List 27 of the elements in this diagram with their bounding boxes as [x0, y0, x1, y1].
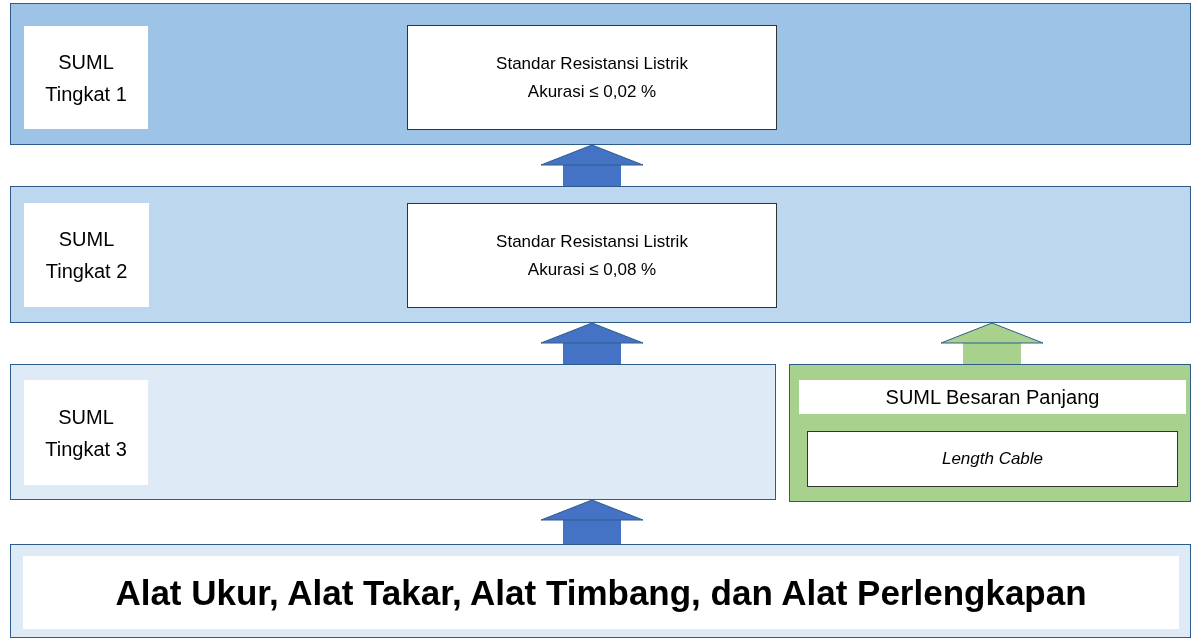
level-box: [24, 203, 149, 307]
level-label: SUML Tingkat 1: [44, 49, 128, 107]
level-band: [10, 186, 1191, 323]
length-band: [789, 364, 1191, 502]
base-label: Alat Ukur, Alat Takar, Alat Timbang, dan Alat Perlengkapan: [115, 571, 1087, 614]
item-label: Length Cable: [941, 448, 1044, 471]
base-box: [23, 556, 1179, 629]
level-band: [10, 3, 1191, 145]
title-box: [799, 380, 1186, 414]
block-arrow: [540, 144, 644, 186]
level-box: [24, 26, 148, 129]
standard-text: Akurasi ≤ 0,08 %: [527, 258, 657, 281]
block-arrow: [540, 322, 644, 364]
standard-text: Standar Resistansi Listrik: [496, 231, 688, 254]
standard-box: [407, 25, 777, 130]
standard-box: [407, 203, 777, 308]
standard-text: Standar Resistansi Listrik: [496, 53, 688, 76]
level-label: SUML Tingkat 2: [44, 227, 129, 284]
level-label: SUML Tingkat 3: [44, 404, 128, 462]
block-arrow: [540, 499, 644, 544]
level-box: [24, 380, 148, 485]
group-title: SUML Besaran Panjang: [885, 385, 1100, 410]
item-box: [807, 431, 1178, 487]
block-arrow: [940, 322, 1044, 364]
level-band: [10, 364, 776, 500]
standard-text: Akurasi ≤ 0,02 %: [527, 80, 657, 103]
base-band: [10, 544, 1191, 638]
